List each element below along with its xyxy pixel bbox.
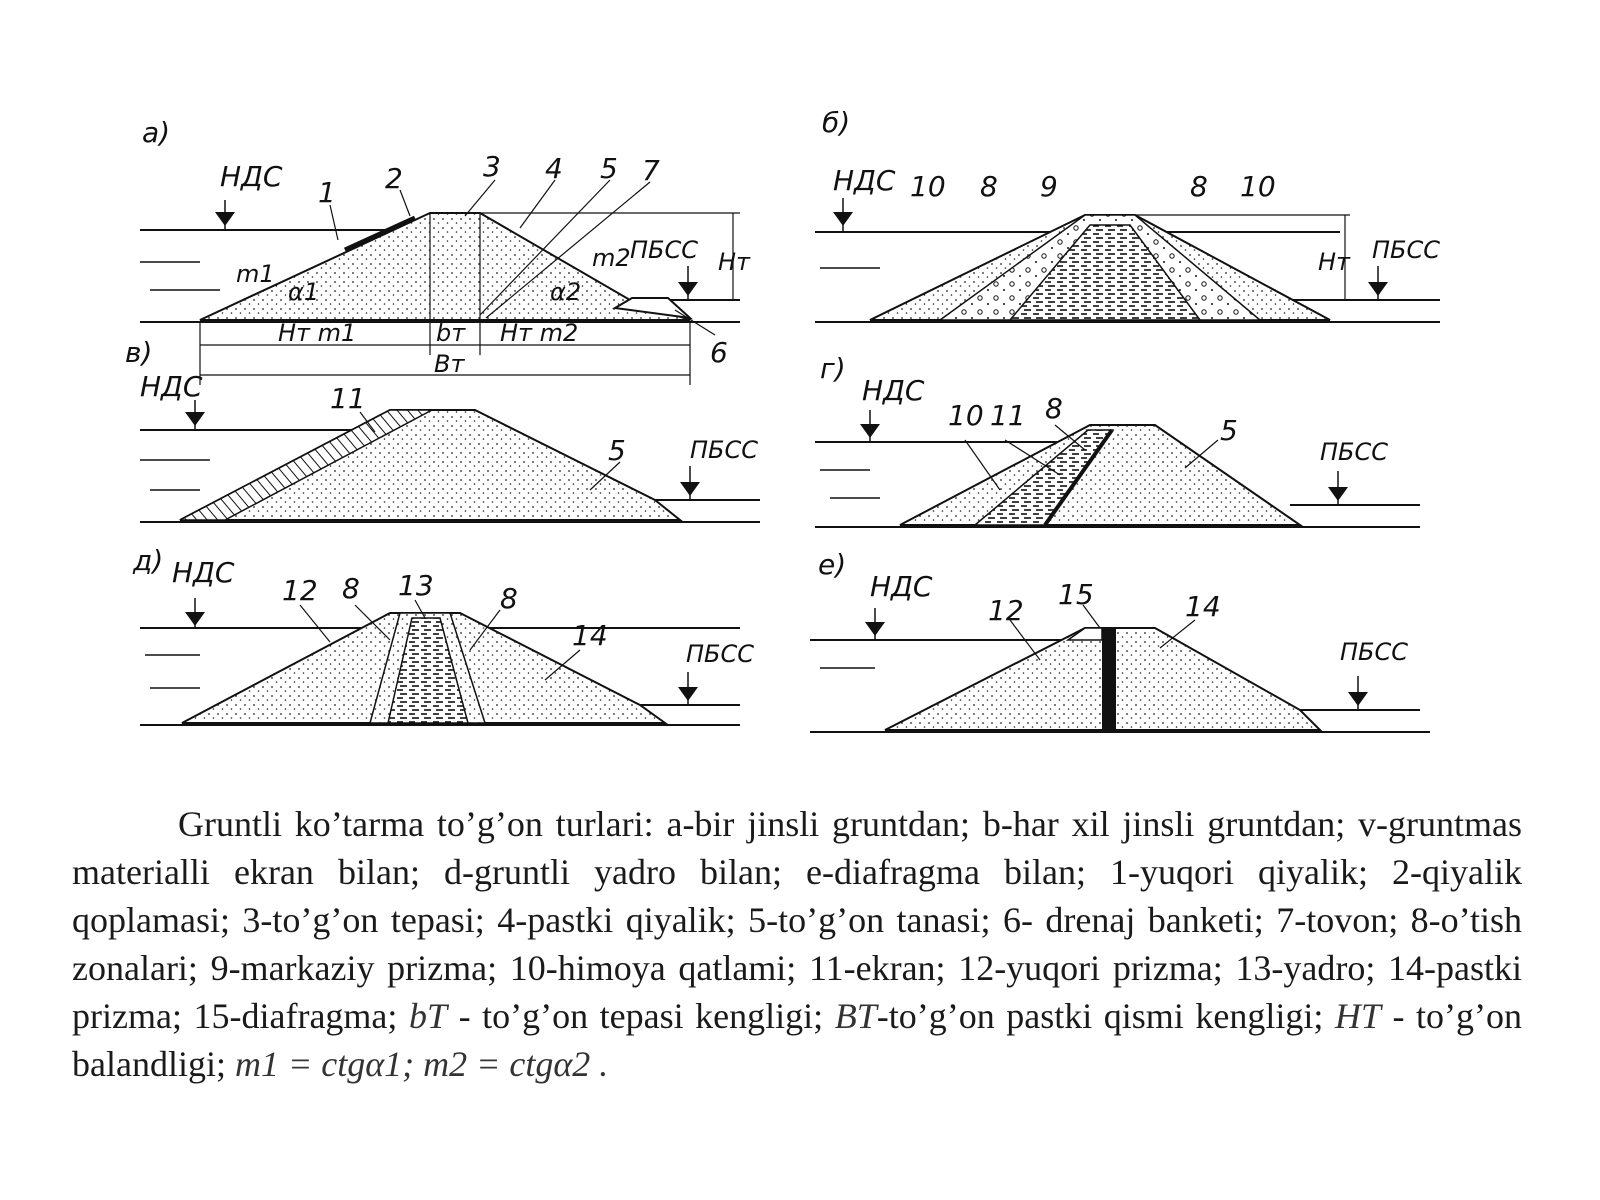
panel-v-level-down: ПБСС — [690, 436, 758, 464]
panel-a-dim-base: Bт — [434, 350, 465, 378]
panel-a-label-2: 2 — [385, 162, 403, 195]
panel-a-label-3: 3 — [483, 150, 501, 183]
panel-g-letter: г) — [820, 352, 846, 385]
caption-formula: m1 = ctgα1; m2 = ctgα2 . — [234, 1044, 609, 1084]
panel-e-label-12: 12 — [988, 594, 1024, 627]
panel-b-level-down: ПБСС — [1372, 236, 1440, 264]
panel-b-label-9: 9 — [1040, 170, 1058, 203]
panel-d-label-14: 14 — [572, 619, 608, 652]
panel-a-label-6: 6 — [710, 336, 728, 369]
panel-v: в) НДС ПБСС 11 5 — [125, 336, 760, 523]
panel-g-label-8: 8 — [1045, 392, 1063, 425]
panel-a-slope-down: m2 — [592, 244, 631, 272]
panel-a-dim-right: Hт m2 — [500, 319, 578, 347]
panel-a-label-1: 1 — [318, 176, 336, 209]
panel-d: д) НДС ПБСС 12 8 13 8 14 — [132, 544, 754, 726]
panel-d-label-12: 12 — [282, 574, 318, 607]
panel-a-label-5: 5 — [600, 152, 618, 185]
panel-v-label-5: 5 — [608, 434, 626, 467]
panel-e-label-14: 14 — [1185, 590, 1221, 623]
panel-b: б) НДС ПБСС 10 8 9 8 10 Hт — [815, 106, 1440, 323]
panel-d-label-13: 13 — [398, 569, 434, 602]
panel-e: е) НДС ПБСС 12 15 14 — [810, 548, 1430, 733]
panel-a-angle-down: α2 — [550, 278, 581, 306]
panel-b-label-8b: 8 — [1190, 170, 1208, 203]
caption-symbol-B: BT — [834, 996, 877, 1036]
panel-b-label-10b: 10 — [1240, 170, 1276, 203]
panel-a-angle-up: α1 — [288, 278, 319, 306]
panel-e-letter: е) — [818, 548, 846, 581]
caption-text-b: - to’g’on tepasi kengligi; — [447, 996, 835, 1036]
caption-symbol-b: bT — [408, 996, 448, 1036]
panel-g-level-down: ПБСС — [1320, 438, 1388, 466]
panel-v-level-up: НДС — [140, 370, 203, 403]
panel-a-letter: a) — [142, 116, 170, 149]
panel-g-level-up: НДС — [862, 374, 925, 407]
panel-g-label-10: 10 — [948, 399, 984, 432]
panel-e-label-15: 15 — [1058, 578, 1094, 611]
panel-a-dim-crest: bт — [436, 319, 466, 347]
panel-g-label-11: 11 — [990, 399, 1026, 432]
panel-d-label-8b: 8 — [500, 582, 518, 615]
panel-a-label-7: 7 — [642, 154, 660, 187]
panel-d-level-down: ПБСС — [686, 640, 754, 668]
dam-types-figure: a) НДС ПБСС 1 2 3 4 5 7 6 m1 m2 α1 α2 Hт… — [125, 106, 1440, 733]
caption-lead: Gruntli ko’tarma to’g’on turlari: a-bir … — [72, 804, 1522, 1036]
caption-text-B: -to’g’on pastki qismi kengligi; — [876, 996, 1335, 1036]
panel-g: г) НДС ПБСС 10 11 8 5 — [815, 352, 1420, 528]
panel-b-letter: б) — [822, 106, 850, 139]
panel-v-label-11: 11 — [330, 382, 366, 415]
panel-b-label-8a: 8 — [980, 170, 998, 203]
panel-a-height: Hт — [718, 248, 751, 276]
panel-a: a) НДС ПБСС 1 2 3 4 5 7 6 m1 m2 α1 α2 Hт… — [140, 116, 751, 385]
panel-e-level-up: НДС — [870, 570, 933, 603]
panel-a-slope-up: m1 — [236, 260, 275, 288]
panel-d-level-up: НДС — [172, 556, 235, 589]
panel-d-label-8a: 8 — [342, 572, 360, 605]
panel-a-level-down: ПБСС — [630, 236, 698, 264]
panel-b-level-up: НДС — [833, 164, 896, 197]
panel-a-level-up: НДС — [220, 160, 283, 193]
panel-d-letter: д) — [132, 544, 163, 577]
caption-symbol-H: HT — [1334, 996, 1381, 1036]
panel-e-level-down: ПБСС — [1340, 638, 1408, 666]
panel-b-label-10a: 10 — [910, 170, 946, 203]
figure-caption: Gruntli ko’tarma to’g’on turlari: a-bir … — [72, 800, 1522, 1088]
panel-a-label-4: 4 — [545, 152, 563, 185]
panel-b-height: Hт — [1318, 248, 1351, 276]
panel-g-label-5: 5 — [1220, 414, 1238, 447]
panel-v-letter: в) — [125, 336, 152, 369]
caption-text-H: - to’g’on balandligi; — [72, 996, 1523, 1084]
panel-a-dim-left: Hт m1 — [278, 319, 356, 347]
